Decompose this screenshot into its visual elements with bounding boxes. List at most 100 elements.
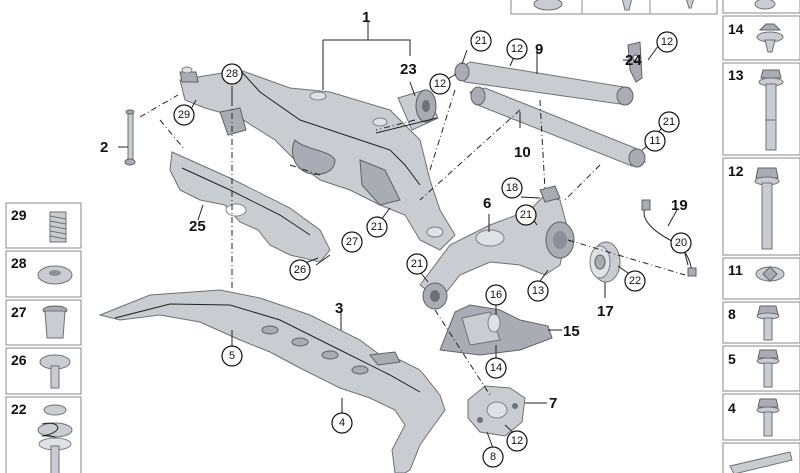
assembly-lines [139,89,686,396]
bolt-8-icon [756,305,780,341]
box-label-22: 22 [11,401,27,417]
partial-screw-icon [621,0,633,11]
svg-text:20: 20 [675,237,687,249]
callout-9: 9 [535,41,543,58]
svg-text:13: 13 [532,285,544,297]
circled-callout-21d: 21 [515,204,537,226]
svg-text:27: 27 [346,236,358,248]
right-fastener-column: 14 13 12 11 8 [722,0,800,473]
svg-text:12: 12 [434,78,446,90]
control-arm-10 [469,86,646,168]
circled-callout-26: 26 [289,259,311,281]
circled-callout-29: 29 [173,104,195,126]
partial-bolt-icon [686,0,694,9]
rear-subframe [179,66,456,251]
abs-sensor-19 [641,199,697,277]
engine-mount-16 [439,304,553,356]
box-label-26: 26 [11,352,27,368]
circled-callout-12b: 12 [429,73,451,95]
box-label-27: 27 [11,304,27,320]
circled-callout-12a: 12 [506,38,528,60]
svg-text:29: 29 [178,109,190,121]
expanding-nut-icon [756,23,784,53]
box-label-28: 28 [11,255,27,271]
bolt-4-icon [756,398,780,437]
crossmember-3 [98,289,446,473]
bolt-5-icon [756,349,780,388]
callout-23: 23 [400,61,417,78]
callout-17: 17 [597,303,614,320]
box-label-12: 12 [728,163,744,179]
nut-11-icon [755,266,785,282]
callout-15: 15 [563,323,580,340]
long-bolt-12-icon [754,167,780,250]
callout-1: 1 [362,9,370,26]
svg-text:22: 22 [629,275,641,287]
svg-text:12: 12 [661,36,673,48]
spring-insert-icon [49,211,67,243]
circled-callout-27: 27 [341,231,363,253]
circled-callout-12d: 12 [506,430,528,452]
svg-text:18: 18 [506,182,518,194]
callout-7: 7 [549,395,557,412]
svg-text:21: 21 [520,209,532,221]
circled-callout-21a: 21 [470,30,492,52]
circled-callout-22: 22 [624,270,646,292]
callout-3: 3 [335,300,343,317]
bolt-washer-22-icon [37,404,73,473]
rivet-nut-icon [42,305,68,339]
circled-callout-20: 20 [670,232,692,254]
svg-text:16: 16 [490,289,502,301]
box-label-8: 8 [728,306,736,322]
bracket-7 [467,385,526,437]
screw-26-icon [39,354,71,389]
logo-arrow-icon [729,451,793,473]
svg-text:8: 8 [490,451,496,463]
long-bolt-13-icon [758,69,784,151]
circled-callout-4: 4 [331,412,353,434]
callout-2: 2 [100,139,108,156]
partial-washer-icon [533,0,563,11]
box-label-5: 5 [728,351,736,367]
circled-callout-21e: 21 [406,253,428,275]
svg-text:21: 21 [663,116,675,128]
circled-callout-14: 14 [485,357,507,379]
circled-callout-18: 18 [501,177,523,199]
circled-callout-28: 28 [221,63,243,85]
circled-callout-16: 16 [485,284,507,306]
callout-10: 10 [514,144,531,161]
bracket-24 [627,41,643,83]
svg-text:5: 5 [229,350,235,362]
circled-callout-21b: 21 [658,111,680,133]
svg-text:21: 21 [475,35,487,47]
callout-19: 19 [671,197,688,214]
washer-28-icon [37,265,73,285]
circled-callout-21c: 21 [366,216,388,238]
box-label-13: 13 [728,67,744,83]
wheel-hub-17 [589,241,621,283]
top-parts-strip [510,0,718,15]
circled-callout-8: 8 [482,446,504,468]
control-arm-9 [454,61,634,106]
svg-text:14: 14 [490,362,502,374]
callout-25: 25 [189,218,206,235]
box-label-29: 29 [11,207,27,223]
circled-callout-11: 11 [644,130,666,152]
svg-text:28: 28 [226,68,238,80]
svg-text:4: 4 [339,417,345,429]
heat-shield-25 [169,151,331,263]
circled-callout-5: 5 [221,345,243,367]
svg-text:26: 26 [294,264,306,276]
svg-text:21: 21 [371,221,383,233]
box-label-4: 4 [728,400,736,416]
box-label-14: 14 [728,21,744,37]
circled-callout-12c: 12 [656,31,678,53]
box-label-11: 11 [728,262,743,278]
svg-text:12: 12 [511,43,523,55]
bolt-2 [124,109,136,166]
svg-text:11: 11 [649,135,660,147]
svg-text:12: 12 [511,435,523,447]
callout-24: 24 [625,52,642,69]
svg-text:21: 21 [411,258,423,270]
